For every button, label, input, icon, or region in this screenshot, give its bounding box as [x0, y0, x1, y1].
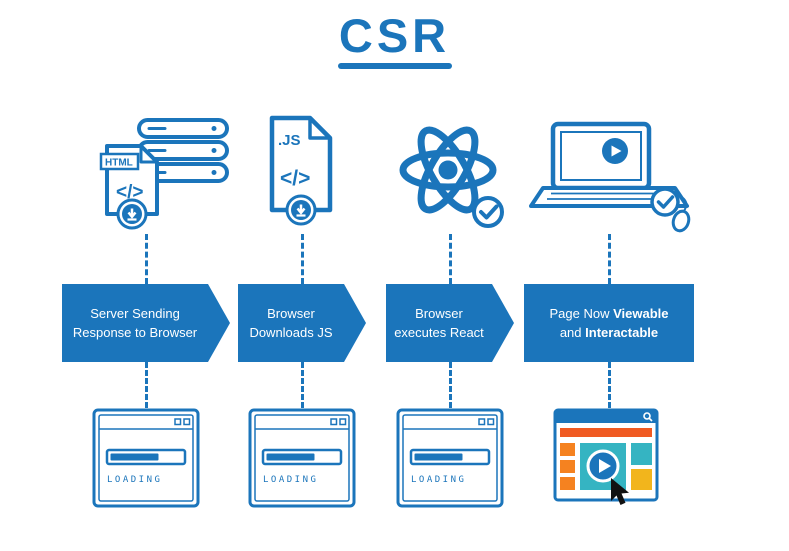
- dashed-connector: [607, 362, 611, 408]
- loading-window-1: LOADING: [92, 408, 200, 513]
- hero-bar: [560, 428, 652, 437]
- mouse-icon: [671, 197, 691, 233]
- window-control-icon: [174, 418, 182, 426]
- step-banner-execute-react: Browser executes React: [386, 284, 514, 362]
- html-label: HTML: [105, 158, 133, 169]
- window-control-icon: [478, 418, 486, 426]
- js-file-download-icon: .JS </>: [269, 115, 333, 226]
- step-column-page-ready: Page Now Viewable and Interactable: [524, 96, 694, 513]
- download-badge-icon: [285, 194, 317, 226]
- window-control-icon: [183, 418, 191, 426]
- window-control-icon: [339, 418, 347, 426]
- step-banner-label: Page Now Viewable and Interactable: [549, 305, 669, 341]
- progress-bar: [409, 448, 491, 466]
- step-column-server-response: HTML </> Server Sending Response to Brow…: [62, 96, 230, 513]
- step-column-execute-react: Browser executes React LOADING: [386, 96, 514, 513]
- sidebar-tiles: [560, 443, 575, 490]
- loading-window-3: LOADING: [396, 408, 504, 513]
- title-underline: [337, 62, 452, 69]
- loading-browser-window: LOADING: [396, 408, 504, 508]
- step-banner-page-ready: Page Now Viewable and Interactable: [524, 284, 694, 362]
- loading-browser-window: LOADING: [92, 408, 200, 508]
- content-tile-yellow: [631, 469, 652, 490]
- loading-window-2: LOADING: [248, 408, 356, 513]
- react-icon-area: [386, 96, 514, 234]
- step-column-download-js: .JS </> Browser Downloads JS: [238, 96, 366, 513]
- dashed-connector: [448, 234, 452, 284]
- loading-browser-window: LOADING: [248, 408, 356, 508]
- download-badge-icon: [116, 198, 147, 230]
- magnifier-icon: [643, 412, 653, 422]
- dashed-connector: [300, 234, 304, 284]
- title-block: CSR: [0, 0, 789, 69]
- html-file-icon: HTML </>: [99, 144, 159, 216]
- loaded-browser-window: [553, 408, 659, 505]
- loading-label: LOADING: [263, 475, 318, 485]
- react-logo-icon: [399, 126, 497, 214]
- check-badge-icon: [472, 196, 504, 228]
- laptop-screen-icon: [550, 121, 652, 191]
- react-executed-check-icon: [399, 126, 504, 228]
- server-stack-icon: [136, 118, 229, 183]
- progress-bar: [261, 448, 343, 466]
- page-title: CSR: [338, 9, 451, 62]
- laptop-icon-area: [524, 96, 694, 234]
- laptop-media-check-mouse-icon: [529, 121, 691, 233]
- dashed-connector: [300, 362, 304, 408]
- window-control-icon: [330, 418, 338, 426]
- js-label: .JS: [278, 132, 301, 149]
- html-file-server-download-icon: HTML </>: [99, 118, 229, 230]
- step-banner-server-response: Server Sending Response to Browser: [62, 284, 230, 362]
- step-banner-label: Server Sending Response to Browser: [72, 305, 198, 340]
- window-control-icon: [487, 418, 495, 426]
- server-html-icon-area: HTML </>: [62, 96, 230, 234]
- play-button-icon: [586, 449, 620, 483]
- cursor-icon: [611, 478, 629, 505]
- dashed-connector: [144, 234, 148, 284]
- progress-fill: [110, 453, 159, 461]
- code-glyph: </>: [280, 167, 310, 190]
- progress-fill: [266, 453, 315, 461]
- step-banner-label: Browser Downloads JS: [249, 305, 333, 340]
- step-banner-label: Browser executes React: [394, 305, 484, 340]
- progress-bar: [105, 448, 187, 466]
- step-banner-download-js: Browser Downloads JS: [238, 284, 366, 362]
- dashed-connector: [144, 362, 148, 408]
- dashed-connector: [448, 362, 452, 408]
- js-icon-area: .JS </>: [238, 96, 366, 234]
- check-badge-icon: [650, 187, 680, 217]
- content-tile-teal: [631, 443, 652, 465]
- dashed-connector: [607, 234, 611, 284]
- loaded-window: [553, 408, 665, 513]
- loading-label: LOADING: [107, 475, 162, 485]
- loading-label: LOADING: [411, 475, 466, 485]
- code-glyph: </>: [116, 182, 143, 203]
- window-header: [555, 410, 657, 423]
- progress-fill: [414, 453, 463, 461]
